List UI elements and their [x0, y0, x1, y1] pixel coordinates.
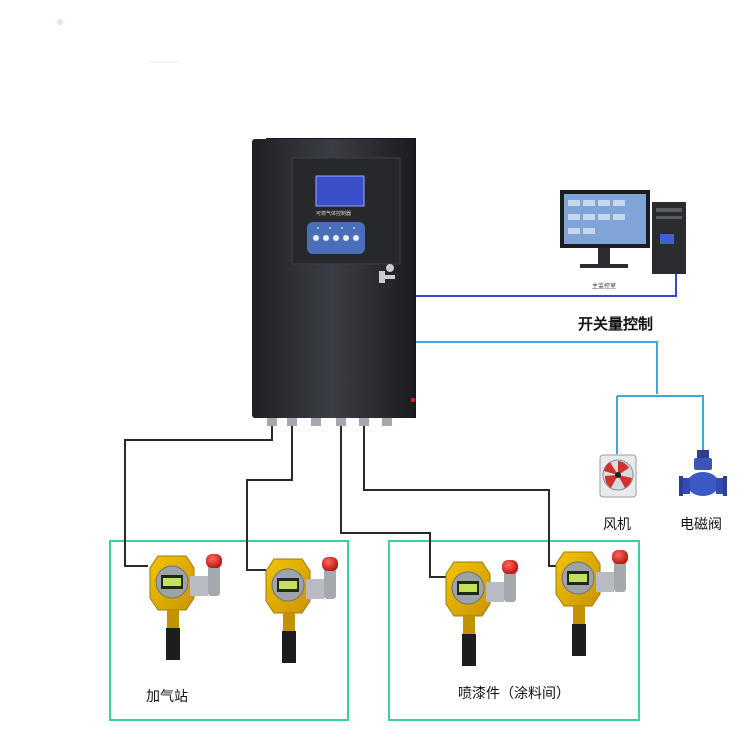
gas-detector — [149, 554, 222, 660]
gas-detector — [265, 557, 338, 663]
controller-cabinet — [252, 138, 416, 426]
relay-wires — [412, 341, 704, 454]
fan-label: 风机 — [603, 517, 631, 533]
valve-icon — [679, 450, 727, 496]
zone-box-gas-station — [109, 540, 349, 721]
controller-screen — [315, 175, 365, 207]
cable-glands — [267, 418, 392, 426]
pc-caption: 主监控室 — [592, 283, 617, 290]
valve-label: 电磁阀 — [680, 517, 722, 533]
gas-detector — [445, 560, 518, 666]
detector-wires — [124, 418, 560, 578]
panel-caption: 可燃气体控制器 — [316, 211, 352, 217]
paint-room-label: 喷漆件（涂料间） — [458, 686, 570, 702]
gas-detector — [555, 550, 628, 656]
gas-station-label: 加气站 — [146, 689, 188, 705]
monitor-pc — [560, 190, 686, 274]
switch-control-label: 开关量控制 — [578, 315, 654, 333]
fan-icon — [599, 454, 637, 498]
cabinet-lock — [379, 264, 395, 283]
corner-smudge — [57, 19, 178, 63]
pc-link-wire — [412, 273, 677, 297]
zone-box-paint-room — [388, 540, 640, 721]
